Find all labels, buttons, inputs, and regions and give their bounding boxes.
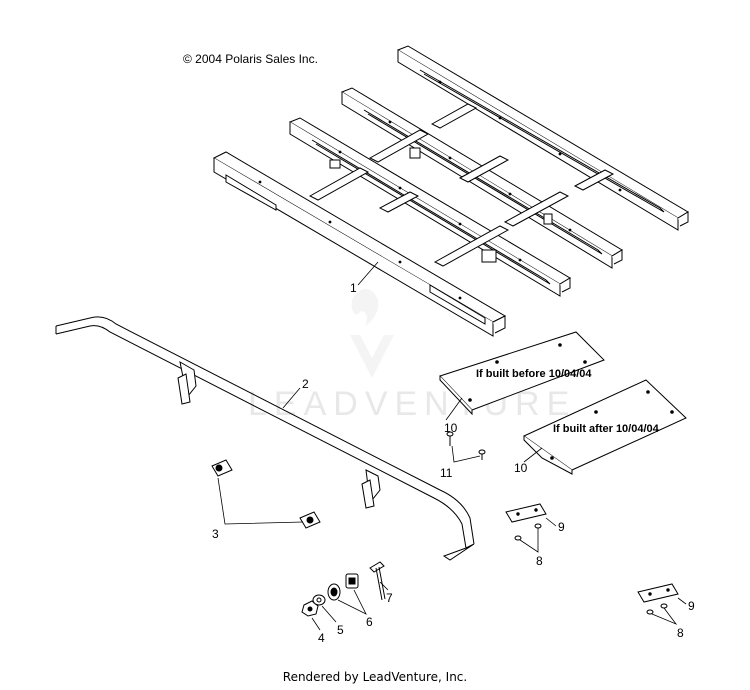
rear-bar [55,316,475,561]
hardware-spacer [327,573,359,601]
floor-panel-after [523,379,687,475]
watermark-logo [350,288,394,378]
leader-10a [445,397,463,421]
clip-plate-lower [637,583,679,603]
callout-1: 1 [350,281,357,295]
leader-5 [321,605,337,623]
leader-3 [217,477,304,525]
leader-8a [519,528,539,553]
note-built-after: If built after 10/04/04 [553,423,660,435]
callout-4: 4 [318,631,325,645]
callout-5: 5 [337,623,344,637]
footer-text: Rendered by LeadVenture, Inc. [282,670,468,684]
leader-11 [451,445,481,463]
hardware-bolt [369,561,386,601]
callout-2: 2 [302,377,309,391]
clip-plate-upper [505,503,547,523]
callout-11: 11 [440,466,453,480]
callout-9a: 9 [558,520,565,534]
callout-9b: 9 [688,599,695,613]
rack-frame [212,45,689,337]
rubber-bumper [211,459,321,529]
leader-2 [282,387,301,409]
copyright-text: © 2004 Polaris Sales Inc. [183,52,318,66]
clip-fastener-upper [514,523,542,541]
callout-3: 3 [212,527,219,541]
callout-10b: 10 [514,461,528,475]
callout-8b: 8 [677,626,684,640]
leader-10b [523,447,543,463]
leader-6 [337,589,367,615]
callout-7: 7 [386,591,393,605]
hardware-nut [301,600,319,617]
leader-9b [677,597,687,605]
panel-screw [446,431,486,460]
leader-7 [379,581,389,591]
floor-panel-before [439,331,605,416]
note-built-before: If built before 10/04/04 [476,368,592,380]
leader-4 [311,617,321,631]
rack-frame-holes [258,80,622,300]
callout-8a: 8 [536,554,543,568]
leader-8b [651,607,678,625]
hardware-washer [312,594,326,606]
leader-1 [357,261,379,286]
callout-6: 6 [366,615,373,629]
leader-9a [545,517,557,527]
clip-fastener-lower [646,603,668,615]
callout-10a: 10 [444,421,458,435]
